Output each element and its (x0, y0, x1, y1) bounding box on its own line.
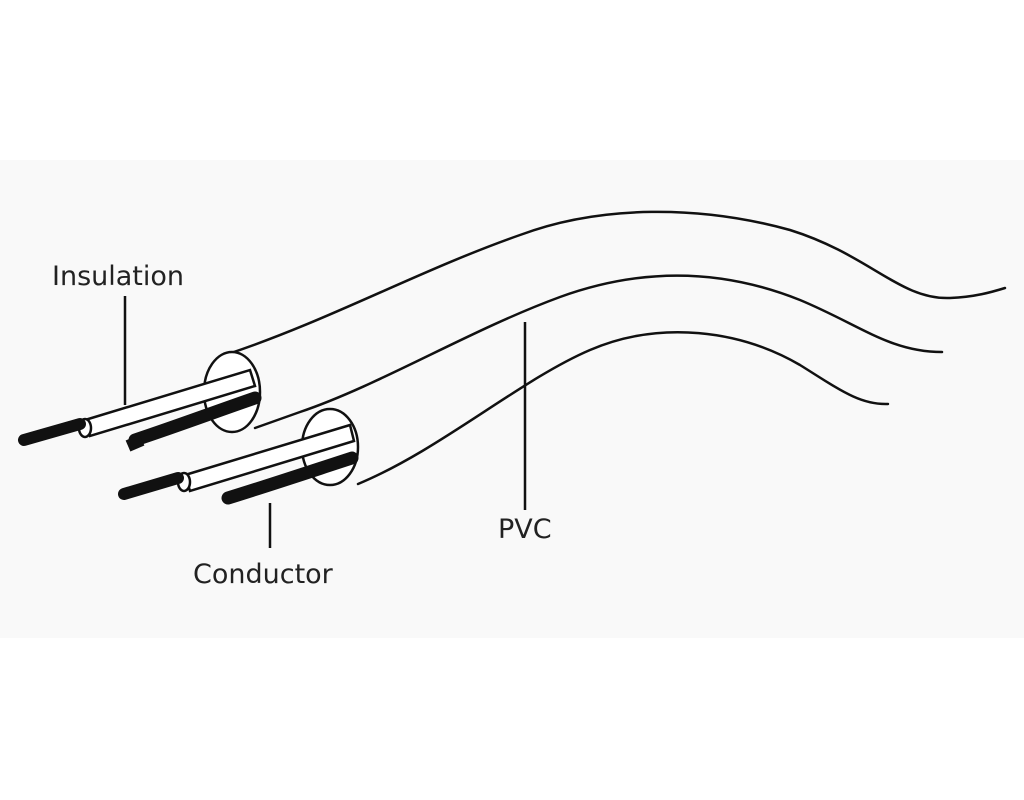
sheath-bottom-edge (356, 331, 890, 486)
conductor-label: Conductor (193, 559, 334, 590)
wire-pair-1 (18, 368, 262, 452)
pvc-label: PVC (498, 514, 552, 545)
sheath-middle-edge (253, 274, 944, 430)
wire-pair-2 (118, 423, 359, 505)
sheath-top-edge (226, 210, 1007, 356)
insulation-label: Insulation (52, 261, 184, 292)
